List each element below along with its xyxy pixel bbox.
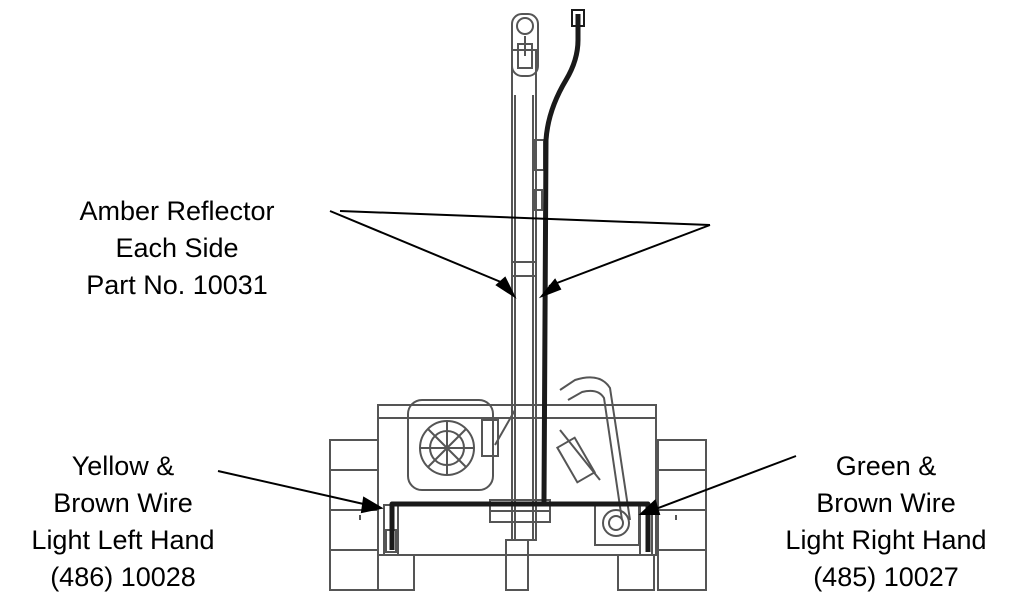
- amber-reflector-line-2: Each Side: [115, 233, 239, 263]
- right-light-arrow: [652, 455, 797, 511]
- reflector-arrow-right: [339, 210, 711, 226]
- frame-panel: [377, 404, 657, 556]
- amber-reflector-line-3: Part No. 10031: [86, 270, 268, 300]
- amber-reflector-line-1: Amber Reflector: [79, 196, 275, 226]
- plug-connector: [571, 9, 585, 27]
- right-wheel: [657, 439, 707, 591]
- left-light-line-4: (486) 10028: [50, 562, 196, 592]
- left-light-line-3: Light Left Hand: [31, 525, 215, 555]
- left-light-arrow: [217, 470, 369, 506]
- coupler: [511, 13, 539, 77]
- wire-harness: [541, 14, 581, 501]
- right-light-line-3: Light Right Hand: [785, 525, 987, 555]
- reflector-arrow-left: [329, 210, 509, 286]
- engine: [407, 399, 494, 491]
- left-light-label: Yellow & Brown Wire Light Left Hand (486…: [5, 448, 241, 596]
- right-light-line-1: Green &: [835, 451, 937, 481]
- wire-crossbar: [389, 501, 651, 552]
- left-light-line-1: Yellow &: [71, 451, 175, 481]
- right-light-line-4: (485) 10027: [813, 562, 959, 592]
- amber-reflector-label: Amber Reflector Each Side Part No. 10031: [60, 193, 294, 304]
- right-light-label: Green & Brown Wire Light Right Hand (485…: [764, 448, 1008, 596]
- right-light-line-2: Brown Wire: [816, 488, 956, 518]
- left-light-line-2: Brown Wire: [53, 488, 193, 518]
- left-wheel: [329, 439, 379, 591]
